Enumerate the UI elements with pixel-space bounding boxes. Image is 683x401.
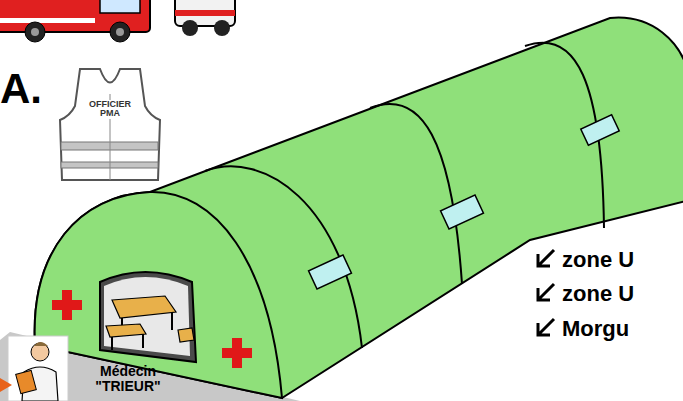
vest-shape: OFFICIER PMA [50,64,170,186]
vest-title: OFFICIER PMA [83,100,137,119]
tent-seam [370,104,462,284]
role-caption: Médecin "TRIEUR" [88,364,168,395]
tables [106,296,194,350]
doctor-icon [0,336,68,401]
tent-door [100,272,196,362]
fire-truck [0,0,150,42]
bullet-arrows [538,250,554,335]
tent-front [35,192,282,398]
list-item: Morgu [562,318,683,340]
section-letter: A. [0,68,60,110]
tent-interior [104,277,190,356]
tent-body [35,18,683,398]
ambulance [175,0,235,36]
red-cross [52,290,252,368]
vest-body [60,69,160,180]
list-item: zone U [562,249,662,271]
vest-outline [50,64,170,186]
list-item: zone U [562,283,662,305]
